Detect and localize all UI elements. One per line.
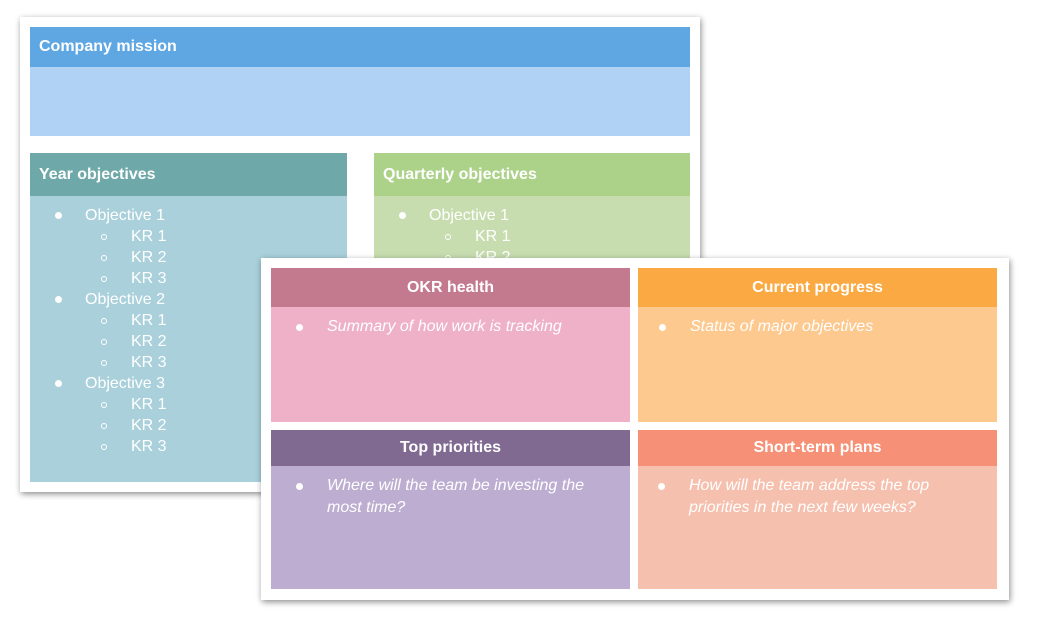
okr-status-slide: OKR health Summary of how work is tracki… — [261, 258, 1009, 600]
short-term-plans-header: Short-term plans — [638, 430, 997, 466]
short-term-plans-body: How will the team address the top priori… — [638, 466, 997, 589]
quarterly-objectives-list: Objective 1 KR 1 KR 2 — [374, 205, 690, 268]
year-objectives-title: Year objectives — [39, 165, 156, 183]
bullet-icon — [55, 380, 62, 387]
mission-title: Company mission — [39, 38, 177, 55]
circle-bullet-icon — [101, 444, 107, 450]
current-progress-header: Current progress — [638, 268, 997, 307]
objective-item: Objective 1 — [30, 205, 347, 226]
top-priorities-body: Where will the team be investing the mos… — [271, 466, 630, 589]
key-result-item: KR 2 — [30, 247, 347, 268]
year-objectives-list: Objective 1 KR 1 KR 2 KR 3 Objective 2 K… — [30, 205, 347, 457]
mission-header: Company mission — [30, 27, 690, 67]
key-result-item: KR 1 — [30, 394, 347, 415]
bullet-icon — [658, 483, 665, 490]
key-result-item: KR 3 — [30, 436, 347, 457]
top-priorities-header: Top priorities — [271, 430, 630, 466]
okr-health-body: Summary of how work is tracking — [271, 307, 630, 422]
bullet-icon — [296, 324, 303, 331]
current-progress-item: Status of major objectives — [659, 316, 985, 338]
circle-bullet-icon — [445, 234, 451, 240]
key-result-item: KR 2 — [30, 415, 347, 436]
circle-bullet-icon — [101, 339, 107, 345]
key-result-item: KR 1 — [374, 226, 690, 247]
current-progress-title: Current progress — [752, 278, 883, 296]
key-result-item: KR 3 — [30, 268, 347, 289]
bullet-icon — [296, 483, 303, 490]
current-progress-body: Status of major objectives — [638, 307, 997, 422]
circle-bullet-icon — [101, 234, 107, 240]
objective-item: Objective 3 — [30, 373, 347, 394]
key-result-item: KR 1 — [30, 226, 347, 247]
quarterly-objectives-title: Quarterly objectives — [383, 165, 537, 183]
bullet-icon — [55, 296, 62, 303]
circle-bullet-icon — [101, 360, 107, 366]
objective-item: Objective 1 — [374, 205, 690, 226]
circle-bullet-icon — [101, 402, 107, 408]
key-result-item: KR 2 — [30, 331, 347, 352]
objective-item: Objective 2 — [30, 289, 347, 310]
top-priorities-title: Top priorities — [399, 439, 502, 456]
bullet-icon — [659, 324, 666, 331]
okr-planning-slide: Company mission Year objectives Objectiv… — [20, 17, 700, 492]
okr-health-item: Summary of how work is tracking — [296, 316, 622, 338]
circle-bullet-icon — [101, 423, 107, 429]
quarterly-objectives-header: Quarterly objectives — [374, 153, 690, 196]
short-term-plans-item: How will the team address the top priori… — [658, 475, 984, 519]
okr-health-title: OKR health — [406, 278, 495, 296]
circle-bullet-icon — [101, 255, 107, 261]
bullet-icon — [399, 212, 406, 219]
short-term-plans-title: Short-term plans — [753, 439, 882, 456]
top-priorities-item: Where will the team be investing the mos… — [296, 475, 622, 519]
circle-bullet-icon — [101, 318, 107, 324]
year-objectives-header: Year objectives — [30, 153, 347, 196]
circle-bullet-icon — [101, 276, 107, 282]
bullet-icon — [55, 212, 62, 219]
key-result-item: KR 3 — [30, 352, 347, 373]
key-result-item: KR 1 — [30, 310, 347, 331]
okr-health-header: OKR health — [271, 268, 630, 307]
mission-body — [30, 67, 690, 136]
